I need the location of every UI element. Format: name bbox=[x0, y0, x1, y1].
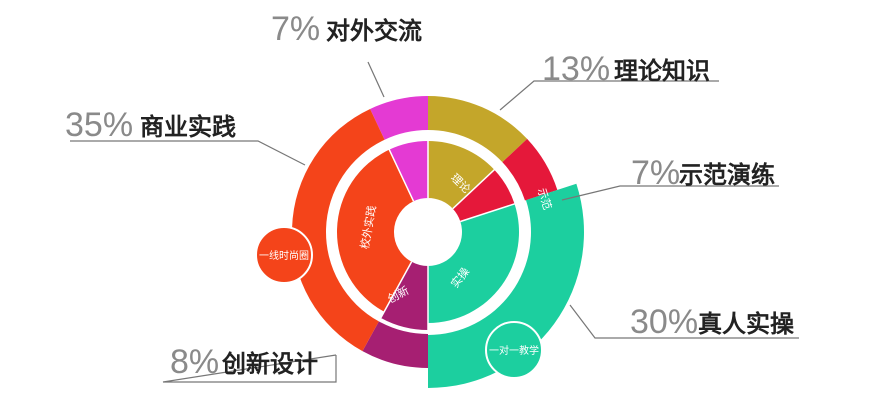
leader-line bbox=[561, 185, 779, 201]
badge-circle bbox=[255, 226, 313, 284]
percent-label-lilun: 13% bbox=[542, 50, 610, 88]
callout-labels: 7% 对外交流 13% 理论知识 7% 示范演练 30% 真人实操 8% 创新设… bbox=[65, 10, 794, 381]
outer-segment-zhenren bbox=[428, 183, 584, 388]
inner-slice-duiwai bbox=[389, 141, 428, 202]
inner-slice-lilun bbox=[428, 141, 495, 209]
outer-segment-lilun bbox=[428, 96, 528, 163]
inner-slice-chuangxin bbox=[380, 261, 428, 330]
percent-label-zhenren: 30% bbox=[630, 303, 698, 341]
badge-text: 一线时尚圈 bbox=[259, 249, 309, 262]
inner-slice-zhenren bbox=[428, 203, 519, 323]
label-chuangxin: 创新设计 bbox=[221, 350, 318, 378]
leader-line bbox=[569, 304, 799, 339]
leader-line bbox=[70, 140, 306, 166]
percent-label-chuangxin: 8% bbox=[170, 343, 219, 381]
badge-circle bbox=[485, 321, 543, 379]
leader-line bbox=[499, 80, 719, 111]
leader-lines bbox=[70, 61, 799, 383]
percent-label-shangye: 35% bbox=[65, 106, 133, 144]
leader-line bbox=[162, 354, 337, 383]
label-shifan: 示范演练 bbox=[679, 161, 775, 189]
slice-divider bbox=[385, 143, 415, 202]
label-shangye: 商业实践 bbox=[140, 113, 236, 141]
inner-slice-shangye bbox=[337, 149, 414, 312]
slice-divider bbox=[380, 261, 413, 319]
inner-pie bbox=[337, 134, 522, 330]
label-lilun: 理论知识 bbox=[614, 57, 710, 85]
outer-segment-shifan bbox=[502, 138, 558, 201]
leader-line bbox=[367, 61, 385, 98]
percent-label-duiwai: 7% bbox=[271, 10, 320, 48]
outer-word-shifan: 示范 bbox=[535, 186, 555, 211]
outer-segment-duiwai bbox=[370, 96, 428, 140]
outer-word-duiwai: 交流 bbox=[95, 108, 117, 122]
badge-text: 一对一教学 bbox=[489, 344, 539, 357]
outer-segment-chuangxin bbox=[362, 321, 428, 368]
outer-segment-shangye bbox=[292, 108, 385, 352]
slice-divider bbox=[452, 164, 500, 210]
percent-label-shifan: 7% bbox=[631, 154, 680, 192]
outer-ring bbox=[292, 96, 584, 388]
label-duiwai: 对外交流 bbox=[326, 17, 422, 45]
slice-divider bbox=[460, 201, 522, 223]
label-zhenren: 真人实操 bbox=[698, 310, 794, 338]
